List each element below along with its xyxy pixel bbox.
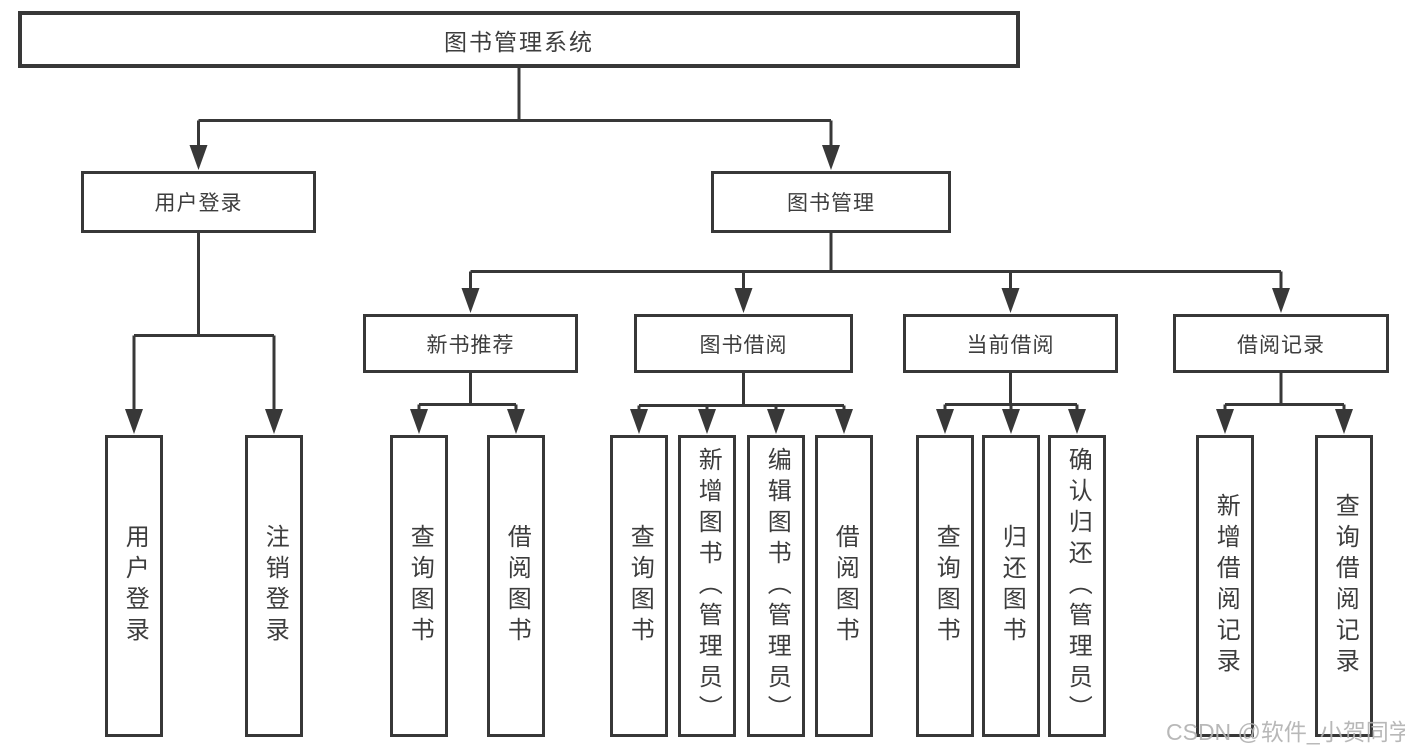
leaf-current-confirm-return-admin: 确认归还（管理员）	[1048, 435, 1106, 737]
leaf-current-query-books: 查询图书	[916, 435, 974, 737]
node-borrowing-records: 借阅记录	[1173, 314, 1389, 373]
leaf-current-return-books: 归还图书	[982, 435, 1040, 737]
node-label: 查询图书	[626, 524, 654, 648]
arrow-down-icon	[698, 409, 716, 434]
node-label: 借阅图书	[831, 524, 859, 648]
arrow-down-icon	[265, 409, 283, 434]
arrow-down-icon	[461, 288, 480, 313]
tree-edges	[132, 66, 1346, 411]
node-current-borrowing: 当前借阅	[903, 314, 1118, 373]
leaf-borrowing-add-books-admin: 新增图书（管理员）	[678, 435, 736, 737]
leaf-borrowing-query-books: 查询图书	[610, 435, 668, 737]
node-label: 注销登录	[261, 524, 289, 648]
node-label: 查询图书	[406, 524, 434, 648]
arrow-down-icon	[1272, 288, 1290, 313]
leaf-records-add-record: 新增借阅记录	[1196, 435, 1254, 737]
arrow-down-icon	[1068, 409, 1086, 434]
arrowheads	[125, 145, 1353, 434]
node-label: 借阅记录	[1237, 333, 1325, 357]
node-label: 用户登录	[154, 192, 243, 215]
arrow-down-icon	[507, 409, 525, 434]
node-label: 归还图书	[998, 524, 1026, 648]
arrow-down-icon	[410, 409, 428, 434]
arrow-down-icon	[125, 409, 143, 434]
leaf-user-login: 用户登录	[105, 435, 163, 737]
leaf-borrowing-edit-books-admin: 编辑图书（管理员）	[747, 435, 805, 737]
node-label: 编辑图书（管理员）	[763, 446, 791, 726]
node-label: 确认归还（管理员）	[1064, 446, 1092, 726]
node-label: 借阅图书	[503, 524, 531, 648]
arrow-down-icon	[835, 409, 853, 434]
arrow-down-icon	[1001, 288, 1020, 313]
csdn-watermark: CSDN @软件_小贺同学	[1166, 719, 1405, 745]
node-label: 新增图书（管理员）	[694, 446, 722, 726]
arrow-down-icon	[767, 409, 785, 434]
node-label: 图书借阅	[699, 333, 788, 357]
arrow-down-icon	[1335, 409, 1353, 434]
node-label: 查询借阅记录	[1331, 493, 1359, 679]
arrow-down-icon	[1002, 409, 1020, 434]
leaf-records-query-record: 查询借阅记录	[1315, 435, 1373, 737]
node-label: 用户登录	[121, 524, 149, 648]
node-label: 查询图书	[932, 524, 960, 648]
node-label: 图书管理系统	[444, 28, 594, 55]
node-label: 当前借阅	[966, 333, 1055, 357]
node-label: 新增借阅记录	[1212, 493, 1240, 679]
arrow-down-icon	[734, 288, 753, 313]
arrow-down-icon	[822, 145, 840, 170]
leaf-recommend-query-books: 查询图书	[390, 435, 448, 737]
node-label: 图书管理	[787, 192, 875, 215]
node-label: 新书推荐	[426, 333, 515, 357]
node-root-library-system: 图书管理系统	[18, 11, 1020, 68]
arrow-down-icon	[630, 409, 648, 434]
node-user-login: 用户登录	[81, 171, 316, 233]
arrow-down-icon	[189, 145, 208, 170]
node-new-book-recommend: 新书推荐	[363, 314, 578, 373]
node-book-management: 图书管理	[711, 171, 951, 233]
leaf-borrowing-borrow-books: 借阅图书	[815, 435, 873, 737]
arrow-down-icon	[1216, 409, 1234, 434]
leaf-logout: 注销登录	[245, 435, 303, 737]
leaf-recommend-borrow-books: 借阅图书	[487, 435, 545, 737]
node-book-borrowing: 图书借阅	[634, 314, 853, 373]
arrow-down-icon	[936, 409, 954, 434]
